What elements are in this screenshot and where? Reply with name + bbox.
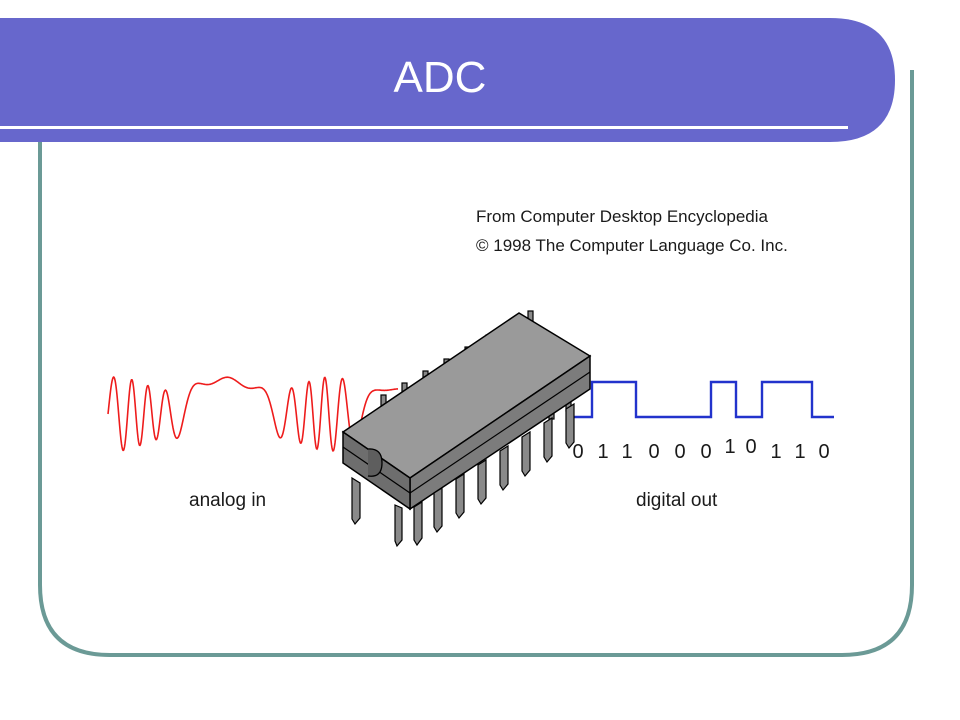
bit-labels: 0 1 1 0 0 0 1 0 1 1 0 [572,436,829,463]
bit-label: 0 [648,441,659,463]
bit-label: 1 [794,441,805,463]
title-underline [0,126,848,129]
bit-label: 0 [674,441,685,463]
digital-output-wave [568,380,834,419]
title-bar [0,18,895,142]
bit-label: 1 [597,441,608,463]
slide-frame [38,70,914,657]
bit-label: 0 [745,436,756,458]
bit-label: 0 [572,441,583,463]
credit-line-2: © 1998 The Computer Language Co. Inc. [476,236,788,255]
adc-chip [341,310,592,548]
bit-label: 1 [724,436,735,458]
bit-label: 1 [770,441,781,463]
bit-label: 0 [818,441,829,463]
credit-line-1: From Computer Desktop Encyclopedia [476,207,769,226]
chip-front-pins [351,402,575,548]
digital-out-label: digital out [636,490,718,511]
bit-label: 1 [621,441,632,463]
bit-label: 0 [700,441,711,463]
analog-in-label: analog in [189,490,266,511]
slide-title: ADC [394,53,487,102]
chip-notch [367,448,383,477]
